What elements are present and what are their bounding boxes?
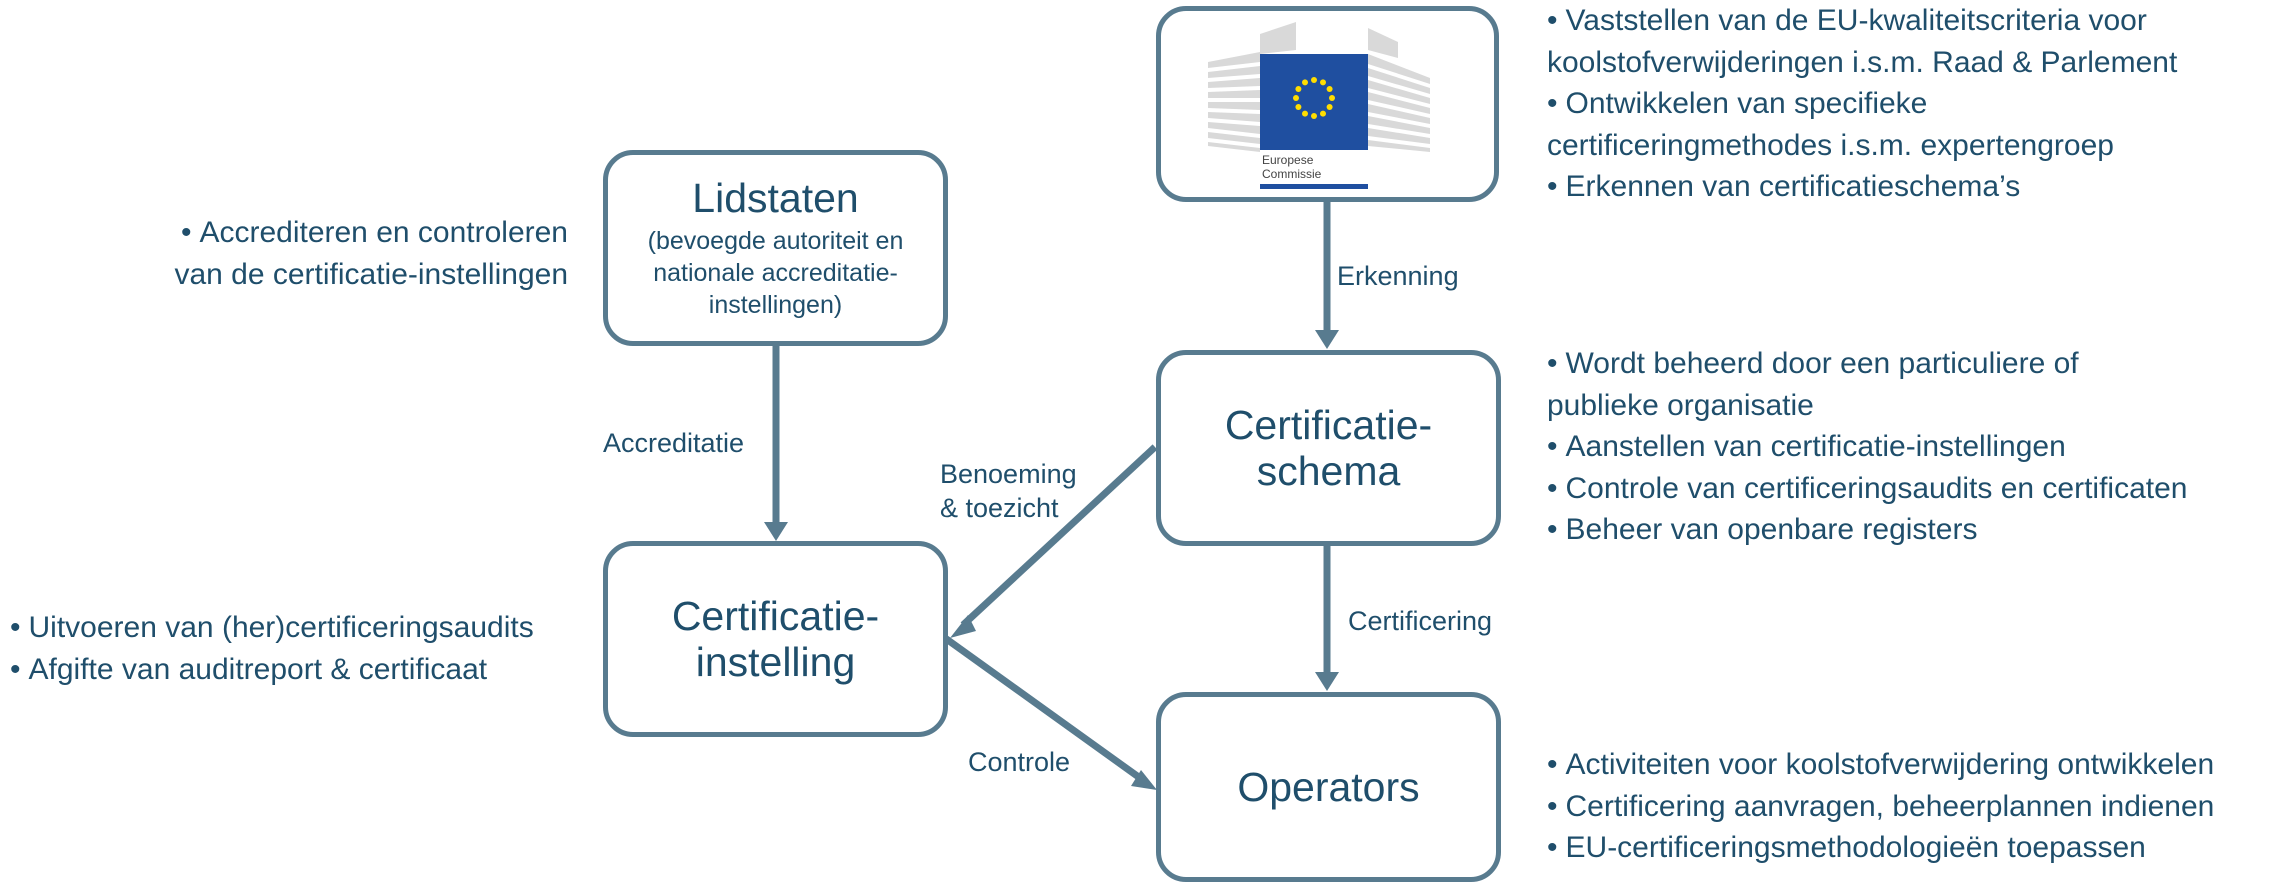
bullet-marker: • (1547, 170, 1558, 203)
bullet-marker: • (1547, 430, 1558, 463)
description-text: Controle van certificeringsaudits en cer… (1565, 471, 2188, 505)
bullet-marker: • (1547, 347, 1558, 380)
box-certificatie-instelling: Certificatie- instelling (603, 541, 948, 737)
lidstaten-title: Lidstaten (692, 175, 859, 221)
description-text: Certificering aanvragen, beheerplannen i… (1565, 789, 2215, 823)
eu-stars (1292, 77, 1335, 119)
box-certificatie-schema: Certificatie- schema (1156, 350, 1501, 546)
description-text: koolstofverwijderingen i.s.m. Raad & Par… (1547, 45, 2178, 79)
bullet-marker: • (1547, 87, 1558, 120)
label-benoeming-line-2: & toezicht (940, 493, 1059, 523)
schema-description-line-2: publieke organisatie (1547, 385, 2188, 427)
description-text: Afgifte van auditreport & certificaat (28, 652, 488, 686)
bullet-marker: • (1547, 789, 1558, 823)
instelling-description-list: •Uitvoeren van (her)certificeringsaudits… (10, 607, 534, 690)
label-benoeming-line-1: Benoeming (940, 459, 1077, 489)
lidstaten-subtitle-line-2: nationale accreditatie- (653, 259, 898, 287)
bullet-marker: • (180, 216, 192, 249)
description-text: Ontwikkelen van specifieke (1565, 87, 1928, 120)
box-operators: Operators (1156, 692, 1501, 882)
arrow-schema-to-instelling (950, 444, 1158, 638)
arrow-instelling-to-operators (942, 635, 1157, 790)
bullet-marker: • (1547, 513, 1558, 546)
description-text: publieke organisatie (1547, 388, 1814, 422)
label-controle: Controle (968, 747, 1071, 777)
description-text: Erkennen van certificatieschema’s (1565, 170, 2021, 203)
lidstaten-subtitle-line-1: (bevoegde autoriteit en (647, 227, 904, 255)
schema-title-line-2: schema (1256, 448, 1401, 494)
instelling-title-line-1: Certificatie- (671, 593, 880, 639)
box-european-commission: Europese Commissie (1156, 6, 1499, 202)
bullet-marker: • (10, 611, 21, 644)
ec-description-line-1: •Vaststellen van de EU-kwaliteitscriteri… (1547, 0, 2177, 42)
operators-description-line-1: •Activiteiten voor koolstofverwijdering … (1547, 744, 2214, 786)
european-commission-logo: Europese Commissie (1207, 22, 1430, 189)
lidstaten-description-line-1: •Accrediteren en controleren (174, 212, 568, 254)
description-text: EU-certificeringsmethodologieën toepasse… (1565, 831, 2146, 864)
arrow-schema-to-operators (1315, 545, 1339, 691)
description-text: Wordt beheerd door een particuliere of (1565, 347, 2079, 380)
bullet-marker: • (10, 652, 21, 686)
bullet-marker: • (1547, 831, 1558, 864)
ec-description-line-3: •Ontwikkelen van specifieke (1547, 83, 2177, 125)
description-text: Activiteiten voor koolstofverwijdering o… (1565, 748, 2215, 781)
instelling-title-line-2: instelling (695, 639, 856, 685)
schema-description-line-4: •Controle van certificeringsaudits en ce… (1547, 468, 2188, 510)
lidstaten-description-line-2: van de certificatie-instellingen (174, 254, 568, 296)
description-text: Aanstellen van certificatie-instellingen (1565, 430, 2066, 463)
operators-description-list: •Activiteiten voor koolstofverwijdering … (1547, 744, 2214, 869)
instelling-description-line-2: •Afgifte van auditreport & certificaat (10, 649, 534, 691)
description-text: certificeringmethodes i.s.m. expertengro… (1547, 128, 2114, 162)
label-erkenning: Erkenning (1337, 261, 1459, 291)
operators-description-line-3: •EU-certificeringsmethodologieën toepass… (1547, 827, 2214, 869)
ec-logo-text-2: Commissie (1262, 167, 1322, 181)
ec-description-line-4: certificeringmethodes i.s.m. expertengro… (1547, 125, 2177, 167)
schema-description-line-5: •Beheer van openbare registers (1547, 509, 2188, 551)
operators-description-line-2: •Certificering aanvragen, beheerplannen … (1547, 786, 2214, 828)
description-text: Uitvoeren van (her)certificeringsaudits (28, 611, 534, 644)
box-lidstaten: Lidstaten (bevoegde autoriteit en nation… (603, 150, 948, 346)
description-text: Vaststellen van de EU-kwaliteitscriteria… (1565, 4, 2147, 37)
ec-description-line-2: koolstofverwijderingen i.s.m. Raad & Par… (1547, 42, 2177, 84)
instelling-description-line-1: •Uitvoeren van (her)certificeringsaudits (10, 607, 534, 649)
description-text: Accrediteren en controleren (199, 216, 568, 249)
bullet-marker: • (1547, 748, 1558, 781)
description-text: Beheer van openbare registers (1565, 513, 1978, 546)
schema-title-line-1: Certificatie- (1224, 402, 1433, 448)
ec-description-list: •Vaststellen van de EU-kwaliteitscriteri… (1547, 0, 2177, 208)
arrow-ec-to-schema (1315, 202, 1339, 349)
lidstaten-subtitle: (bevoegde autoriteit en nationale accred… (648, 225, 904, 321)
arrow-lidstaten-to-instelling (764, 344, 788, 541)
description-text: van de certificatie-instellingen (174, 257, 568, 291)
label-benoeming: Benoeming & toezicht (940, 457, 1077, 525)
ec-logo-text-1: Europese (1262, 153, 1314, 167)
label-certificering: Certificering (1348, 606, 1493, 636)
operators-title: Operators (1237, 764, 1420, 810)
lidstaten-subtitle-line-3: instellingen) (708, 291, 843, 319)
bullet-marker: • (1547, 4, 1558, 37)
label-accreditatie: Accreditatie (603, 428, 745, 458)
bullet-marker: • (1547, 471, 1558, 505)
ec-description-line-5: •Erkennen van certificatieschema’s (1547, 166, 2177, 208)
schema-description-line-3: •Aanstellen van certificatie-instellinge… (1547, 426, 2188, 468)
schema-description-line-1: •Wordt beheerd door een particuliere of (1547, 343, 2188, 385)
